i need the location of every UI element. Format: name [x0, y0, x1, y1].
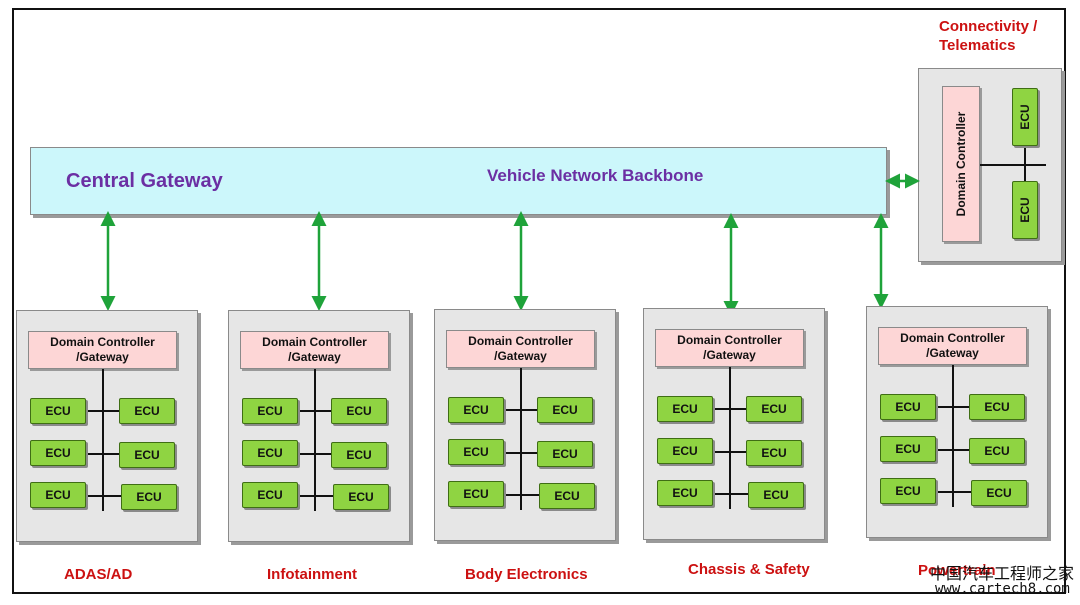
ecu: ECU [242, 482, 298, 508]
ecu: ECU [880, 478, 936, 504]
domain-controller-adas: Domain Controller/Gateway [28, 331, 177, 369]
dc-line2: /Gateway [926, 346, 979, 360]
bus-v-chassis [729, 367, 731, 509]
domain-controller-powertrain: Domain Controller/Gateway [878, 327, 1027, 365]
connectivity-label-line2: Telematics [939, 37, 1016, 54]
ecu: ECU [448, 397, 504, 423]
ecu: ECU [657, 438, 713, 464]
ecu: ECU [969, 394, 1025, 420]
bus-h [713, 408, 749, 410]
bus-h [936, 449, 972, 451]
domain-controller-infotainment: Domain Controller/Gateway [240, 331, 389, 369]
bus-v-powertrain [952, 365, 954, 507]
dc-line1: Domain Controller [50, 335, 155, 349]
dc-line1: Domain Controller [677, 333, 782, 347]
domain-label-body: Body Electronics [465, 566, 588, 583]
domain-controller-chassis: Domain Controller/Gateway [655, 329, 804, 367]
bus-h [298, 453, 334, 455]
watermark-url: www.cartech8.com [935, 581, 1070, 597]
connectivity-ecu-top: ECU [1012, 88, 1038, 146]
ecu: ECU [242, 398, 298, 424]
dc-line2: /Gateway [76, 350, 129, 364]
bus-h [504, 409, 540, 411]
dc-line2: /Gateway [703, 348, 756, 362]
connectivity-ecu-bottom: ECU [1012, 181, 1038, 239]
bus-h [936, 491, 972, 493]
connectivity-bus-v [1024, 118, 1026, 184]
ecu: ECU [748, 482, 804, 508]
ecu: ECU [448, 439, 504, 465]
bus-h [86, 453, 122, 455]
bus-h [504, 452, 540, 454]
bus-v-body [520, 368, 522, 510]
connectivity-label-line1: Connectivity / [939, 18, 1038, 35]
bus-v-adas [102, 369, 104, 511]
ecu: ECU [333, 484, 389, 510]
bus-h [713, 493, 749, 495]
bus-h [936, 406, 972, 408]
ecu: ECU [242, 440, 298, 466]
ecu: ECU [880, 394, 936, 420]
ecu: ECU [880, 436, 936, 462]
ecu: ECU [119, 398, 175, 424]
ecu: ECU [969, 438, 1025, 464]
connectivity-bus-h [980, 164, 1046, 166]
bus-h [504, 494, 540, 496]
backbone-label: Vehicle Network Backbone [487, 166, 704, 185]
dc-line1: Domain Controller [900, 331, 1005, 345]
ecu: ECU [121, 484, 177, 510]
ecu: ECU [746, 396, 802, 422]
ecu: ECU [119, 442, 175, 468]
domain-controller-body: Domain Controller/Gateway [446, 330, 595, 368]
ecu: ECU [657, 396, 713, 422]
domain-label-adas: ADAS/AD [64, 566, 133, 583]
dc-line2: /Gateway [494, 349, 547, 363]
dc-line1: Domain Controller [262, 335, 367, 349]
watermark-text: 中国汽车工程师之家 [930, 564, 1075, 583]
ecu: ECU [30, 398, 86, 424]
connectivity-domain-controller: Domain Controller [942, 86, 980, 242]
dc-line2: /Gateway [288, 350, 341, 364]
ecu: ECU [30, 482, 86, 508]
domain-label-infotainment: Infotainment [267, 566, 357, 583]
central-gateway-label: Central Gateway [66, 170, 223, 192]
vehicle-network-backbone [30, 147, 887, 215]
dc-line1: Domain Controller [468, 334, 573, 348]
bus-h [86, 495, 122, 497]
ecu: ECU [537, 397, 593, 423]
ecu: ECU [331, 442, 387, 468]
ecu: ECU [657, 480, 713, 506]
domain-label-chassis: Chassis & Safety [688, 561, 810, 578]
bus-h [298, 410, 334, 412]
ecu: ECU [30, 440, 86, 466]
ecu: ECU [537, 441, 593, 467]
ecu: ECU [331, 398, 387, 424]
bus-v-infotainment [314, 369, 316, 511]
ecu: ECU [539, 483, 595, 509]
bus-h [298, 495, 334, 497]
ecu: ECU [448, 481, 504, 507]
connectivity-label: Connectivity / Telematics [939, 17, 1037, 55]
ecu: ECU [971, 480, 1027, 506]
domain-label-powertrain: Powertrain [918, 562, 996, 579]
ecu: ECU [746, 440, 802, 466]
bus-h [713, 451, 749, 453]
bus-h [86, 410, 122, 412]
